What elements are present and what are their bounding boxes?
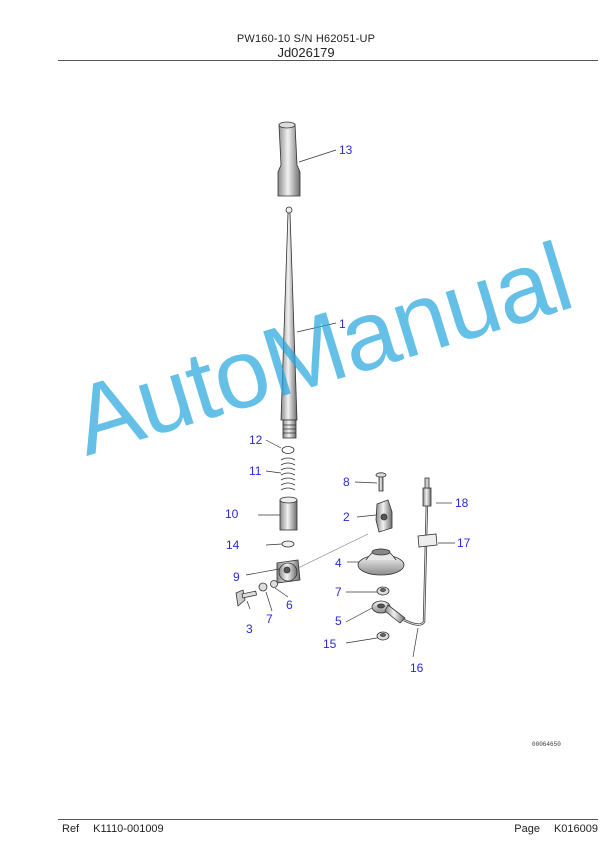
callout-15: 15	[323, 637, 337, 651]
callout-13: 13	[339, 143, 353, 157]
callout-17: 17	[457, 536, 471, 550]
footer-page: Page K016009	[514, 823, 598, 835]
footer-rule	[58, 819, 598, 820]
page-label: Page	[514, 823, 540, 835]
sleeve-part	[279, 496, 298, 531]
mounting-base-part	[357, 548, 405, 576]
callout-18: 18	[455, 496, 469, 510]
screw-part	[375, 472, 387, 492]
o-ring-part	[281, 446, 295, 454]
callout-2: 2	[343, 510, 350, 524]
callout-11: 11	[249, 464, 262, 478]
drawing-number: 00064650	[532, 741, 561, 748]
callout-9: 9	[233, 570, 240, 584]
nut-part	[270, 580, 278, 588]
washer-part	[281, 540, 295, 548]
callout-12: 12	[249, 433, 263, 447]
callout-8: 8	[343, 475, 350, 489]
hex-nut-part	[376, 586, 390, 596]
footer-ref: Ref K1110-001009	[62, 823, 164, 835]
callout-14: 14	[226, 538, 240, 552]
callout-10: 10	[225, 507, 239, 521]
callout-5: 5	[335, 614, 342, 628]
spring-part	[280, 457, 296, 491]
lock-washer-part	[258, 582, 268, 592]
callout-16: 16	[410, 661, 424, 675]
bottom-nut-part	[376, 631, 390, 641]
callout-6: 6	[286, 598, 293, 612]
document-id: Jd026179	[277, 45, 335, 60]
cable-part	[403, 499, 429, 626]
header-rule	[58, 60, 598, 61]
callout-4: 4	[335, 556, 342, 570]
ref-label: Ref	[62, 823, 80, 835]
model-serial: PW160-10 S/N H62051-UP	[236, 33, 376, 45]
antenna-cap-part	[277, 121, 301, 197]
callout-3: 3	[246, 622, 253, 636]
callout-7-left: 7	[266, 612, 273, 626]
callout-7-right: 7	[335, 585, 342, 599]
cable-clamp-part	[417, 533, 438, 548]
connector-part	[422, 477, 432, 507]
callout-1: 1	[339, 317, 346, 331]
page-value: K016009	[553, 823, 598, 835]
antenna-rod-part	[280, 206, 298, 439]
ball-joint-part	[276, 559, 301, 584]
wing-bolt-part	[235, 589, 258, 607]
ref-value: K1110-001009	[93, 823, 164, 835]
terminal-part	[371, 600, 406, 624]
bracket-part	[375, 499, 393, 533]
